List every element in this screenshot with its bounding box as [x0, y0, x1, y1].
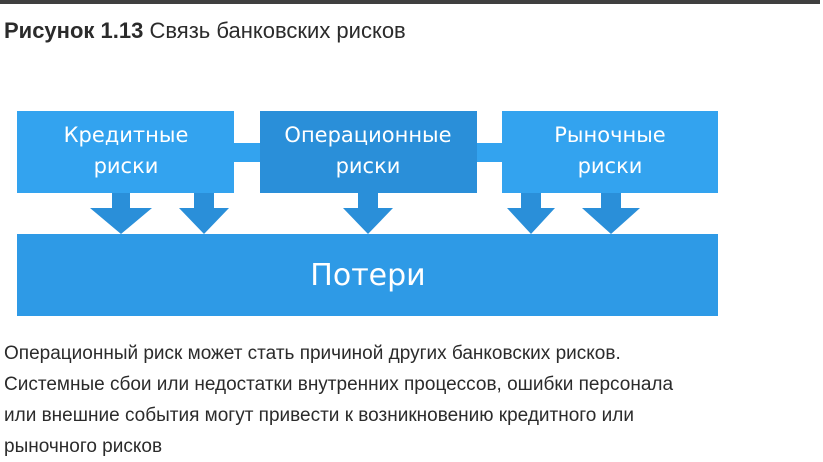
risk-diagram: Кредитные риски Операционные риски Рыноч… [17, 111, 718, 316]
figure-title-text: Связь банковских рисков [149, 18, 406, 43]
connector-left [234, 143, 262, 162]
arrow-down-icon [582, 193, 640, 234]
operational-risk-label-line2: риски [336, 154, 401, 178]
arrow-down-icon [179, 193, 229, 234]
operational-risk-box [260, 111, 477, 193]
market-risk-box [502, 111, 718, 193]
arrow-down-icon [507, 193, 555, 234]
market-risk-label-line1: Рыночные [554, 123, 665, 147]
operational-risk-label-line1: Операционные [284, 123, 451, 147]
figure-title: Рисунок 1.13 Связь банковских рисков [4, 18, 406, 44]
connector-right [476, 143, 504, 162]
arrow-down-icon [90, 193, 152, 234]
figure-caption: Операционный риск может стать причиной д… [4, 338, 819, 462]
caption-line: Операционный риск может стать причиной д… [4, 343, 621, 364]
caption-line: рыночного рисков [4, 436, 163, 457]
arrow-down-icon [343, 193, 393, 234]
top-rule [0, 0, 820, 4]
losses-label: Потери [310, 258, 425, 293]
figure-number: Рисунок 1.13 [4, 18, 144, 43]
credit-risk-label-line1: Кредитные [64, 123, 189, 147]
caption-line: Системные сбои или недостатки внутренних… [4, 374, 674, 395]
losses-bar [17, 234, 718, 316]
credit-risk-label-line2: риски [94, 154, 159, 178]
caption-line: или внешние события могут привести к воз… [4, 405, 634, 426]
market-risk-label-line2: риски [578, 154, 643, 178]
credit-risk-box [17, 111, 234, 193]
